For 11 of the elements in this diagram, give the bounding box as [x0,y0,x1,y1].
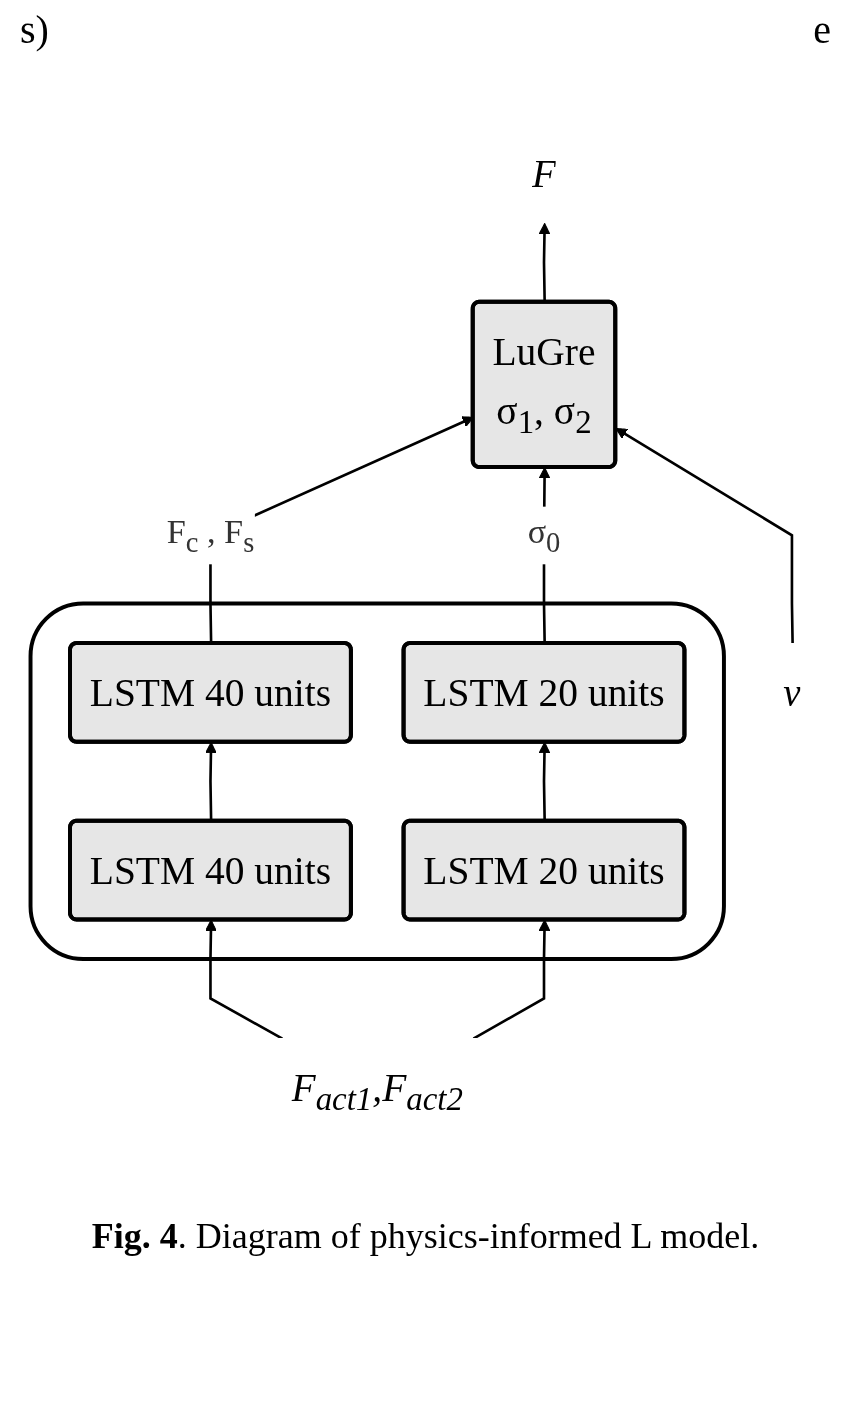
edge-label: σ$_{0}$ [527,513,561,559]
edge-label: F$_{c}$ , F$_{s}$ [166,513,255,559]
text-fragment: e [813,6,831,53]
text-fragment: s) [20,6,49,53]
cluster [28,601,726,961]
figure-caption: Fig. 4. Diagram of physics-informed L model. [90,1215,761,1258]
node-text: F [531,151,557,196]
node-text: F$_{act1}$,F$_{act2}$ [291,1065,463,1117]
arrow [205,919,283,1040]
arrow [472,919,551,1040]
node-text: v [783,670,801,715]
